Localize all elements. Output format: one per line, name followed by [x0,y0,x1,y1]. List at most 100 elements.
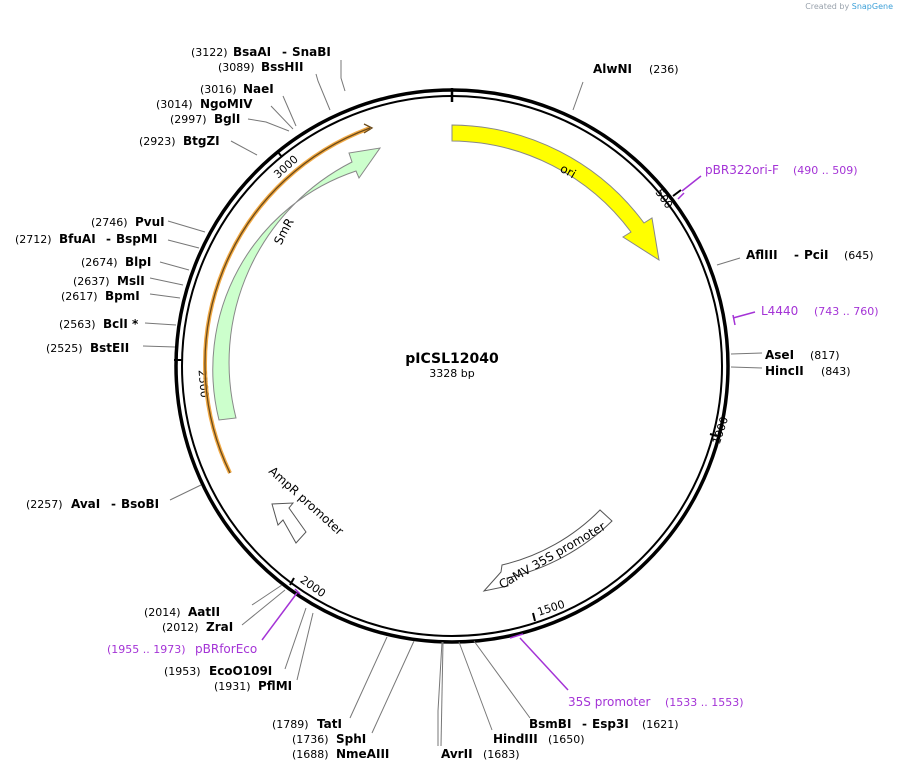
enzyme-position: (1621) [642,718,679,731]
enzyme-position: (1688) [292,748,329,761]
camv-35s-arrow[interactable] [482,509,613,592]
camv-35s-label: CaMV 35S promoter [497,519,608,591]
enzyme-position: (1931) [214,680,251,693]
enzyme-position: (3122) [191,46,228,59]
enzyme-position: (1953) [164,665,201,678]
enzyme-position: (2012) [162,621,199,634]
enzyme-separator: - [582,717,587,731]
enzyme-position: (1650) [548,733,585,746]
enzyme-name[interactable]: AlwNI [593,62,632,76]
enzyme-name[interactable]: BglI [214,112,240,126]
enzyme-position: (2014) [144,606,181,619]
tick-mark [532,612,536,622]
enzyme-name[interactable]: BssHII [261,60,303,74]
ampr-promoter-label: AmpR promoter [266,464,346,538]
enzyme-name[interactable]: BsmBI [529,717,571,731]
enzyme-position: (1736) [292,733,329,746]
enzyme-position: (2674) [81,256,118,269]
primer-range: (490 .. 509) [793,164,858,177]
enzyme-name[interactable]: NaeI [243,82,274,96]
primer-name[interactable]: pBRforEco [195,642,257,656]
tick-mark [289,577,295,586]
enzyme-name[interactable]: NmeAIII [336,747,389,761]
primer-range: (743 .. 760) [814,305,879,318]
primer-name[interactable]: 35S promoter [568,695,650,709]
feature-ampr-promoter[interactable]: AmpR promoter [266,464,346,544]
enzyme-position: (843) [821,365,851,378]
feature-smr[interactable]: SmR [212,147,382,421]
enzyme-position: (2525) [46,342,83,355]
enzyme-position: (2923) [139,135,176,148]
enzyme-name[interactable]: AatII [188,605,220,619]
orf-highlight [203,123,374,474]
tick-label: 1500 [536,598,567,619]
enzyme-position: (236) [649,63,679,76]
enzyme-name[interactable]: AseI [765,348,794,362]
enzyme-position: (2997) [170,113,207,126]
ori-label: ori [558,161,579,181]
enzyme-name[interactable]: BlpI [125,255,151,269]
enzyme-separator: - [794,248,799,262]
enzyme-name[interactable]: BclI * [103,317,139,331]
smr-arrow[interactable] [212,147,382,421]
primer-range: (1533 .. 1553) [665,696,744,709]
ori-arrow[interactable] [451,124,660,262]
enzyme-separator: - [111,497,116,511]
enzyme-position: (3014) [156,98,193,111]
enzyme-position: (645) [844,249,874,262]
ampr-promoter-arrow[interactable] [271,502,307,544]
primer-marks [261,175,756,691]
enzyme-position: (2746) [91,216,128,229]
enzyme-name[interactable]: BstEII [90,341,129,355]
enzyme-name[interactable]: AvrII [441,747,473,761]
enzyme-name[interactable]: BtgZI [183,134,220,148]
enzyme-position: (3089) [218,61,255,74]
enzyme-name[interactable]: AvaI [71,497,100,511]
enzyme-name[interactable]: SphI [336,732,366,746]
enzyme-name-alt[interactable]: Esp3I [592,717,629,731]
brand-prefix: Created by [805,2,850,11]
tick-mark [709,433,718,437]
enzyme-separator: - [106,232,111,246]
tick-mark [276,150,283,158]
enzyme-name[interactable]: PflMI [258,679,292,693]
enzyme-position: (2257) [26,498,63,511]
enzyme-name[interactable]: HindIII [493,732,538,746]
enzyme-position: (1683) [483,748,520,761]
enzyme-name-alt[interactable]: BsoBI [121,497,159,511]
plasmid-title: pICSL12040 3328 bp [405,351,499,380]
tick-label: 1000 [710,415,731,446]
enzyme-position: (2712) [15,233,52,246]
enzyme-name[interactable]: ZraI [206,620,233,634]
enzyme-name[interactable]: TatI [317,717,342,731]
enzyme-position: (2617) [61,290,98,303]
enzyme-name[interactable]: AflIII [746,248,778,262]
primer-name[interactable]: L4440 [761,304,798,318]
backbone [174,88,730,644]
plasmid-name: pICSL12040 [405,351,499,367]
enzyme-name[interactable]: BsaAI [233,45,271,59]
enzyme-name[interactable]: MslI [117,274,145,288]
enzyme-separator: - [282,45,287,59]
snapgene-watermark: Created by SnapGene [805,2,893,11]
enzyme-name[interactable]: BfuAI [59,232,96,246]
enzyme-name[interactable]: NgoMIV [200,97,253,111]
enzyme-name-alt[interactable]: PciI [804,248,829,262]
enzyme-name-alt[interactable]: BspMI [116,232,157,246]
enzyme-name[interactable]: BpmI [105,289,140,303]
tick-mark [672,189,682,197]
enzyme-name[interactable]: HincII [765,364,804,378]
enzyme-position: (817) [810,349,840,362]
enzyme-position: (1789) [272,718,309,731]
feature-ori[interactable]: ori [451,124,660,262]
primer-range: (1955 .. 1973) [107,643,186,656]
enzyme-name[interactable]: EcoO109I [209,664,272,678]
enzyme-position: (2637) [73,275,110,288]
enzyme-name-alt[interactable]: SnaBI [292,45,331,59]
enzyme-name[interactable]: PvuI [135,215,165,229]
enzyme-position: (3016) [200,83,237,96]
enzyme-position: (2563) [59,318,96,331]
feature-camv-35s-promoter[interactable]: CaMV 35S promoter [482,509,613,592]
primer-name[interactable]: pBR322ori-F [705,163,779,177]
